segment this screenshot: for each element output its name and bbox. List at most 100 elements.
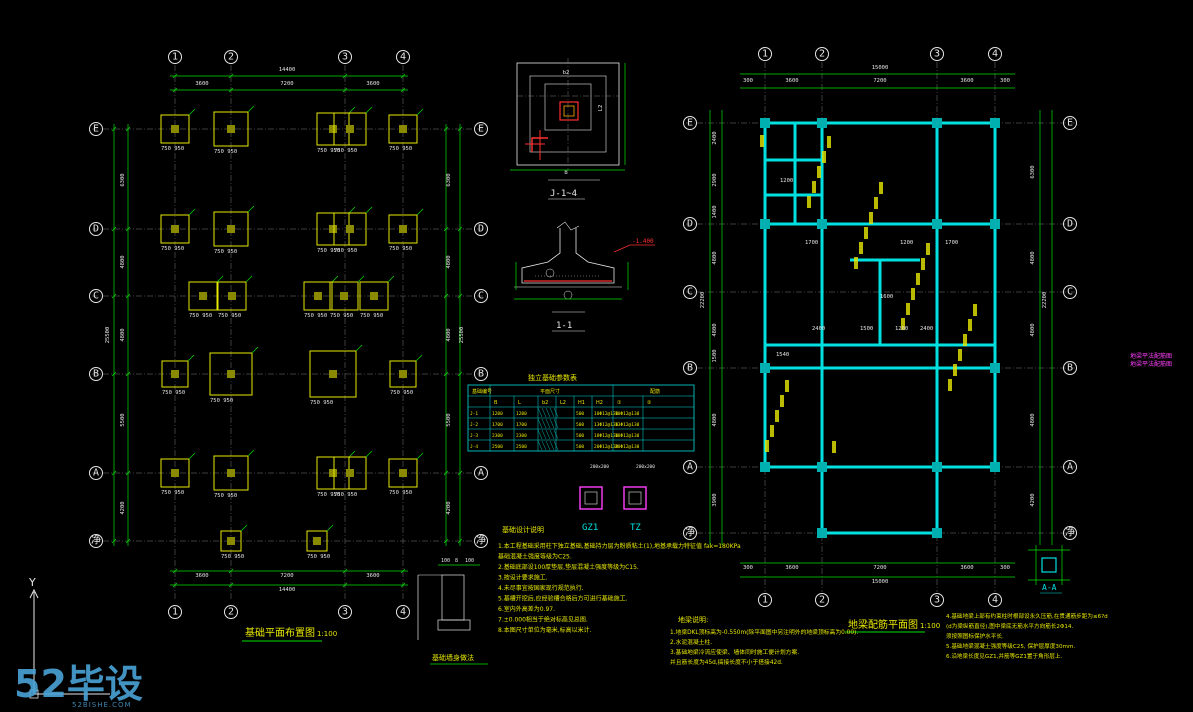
table-hatch <box>537 407 543 418</box>
lp-footing-dim: 750 950 <box>334 492 357 498</box>
lp-axis-label: D <box>93 224 99 235</box>
rp-left-dim: 2900 <box>712 173 718 186</box>
rp-left-dim: 1500 <box>712 349 718 362</box>
right-plan-bottom-dim-2: 3600 <box>785 565 798 571</box>
lp-axis-bubble <box>89 289 103 303</box>
lp-leader <box>188 452 196 460</box>
lp-axis-label: 净 <box>476 534 486 547</box>
table-subhead: L <box>518 400 521 406</box>
lp-footing <box>388 114 418 144</box>
lp-leader <box>326 524 334 532</box>
lp-leader <box>240 524 248 532</box>
rp-axis-label: 净 <box>685 526 695 539</box>
watermark-logo: 52毕设 52BISHE.COM <box>14 662 143 709</box>
lp-axis-label: C <box>478 291 484 302</box>
rp-beam-annotation <box>869 212 873 224</box>
rp-column <box>817 118 827 128</box>
left-plan-right-dim-3: 4800 <box>446 328 452 341</box>
lp-axis-label: 1 <box>172 52 178 63</box>
table-cell: 500 <box>576 422 584 428</box>
lp-column <box>228 292 236 300</box>
right-plan-bottom-dim-4: 3600 <box>960 565 973 571</box>
left-plan-right-dim-2: 4800 <box>446 255 452 268</box>
lp-dim-tick <box>342 87 348 93</box>
rp-beam-annotation <box>760 135 764 147</box>
lp-footing-dim: 750 950 <box>162 390 185 396</box>
rp-beam-annotation <box>948 379 952 391</box>
table-hatch <box>553 418 559 429</box>
rp-beam-annotation <box>926 243 930 255</box>
lp-footing-dim: 750 950 <box>221 554 244 560</box>
lp-footing-dim: 750 950 <box>390 390 413 396</box>
rp-axis-bubble <box>988 47 1002 61</box>
rp-inner-dim: 1200 <box>780 178 793 184</box>
lp-dim-tick <box>111 293 117 299</box>
lp-axis-label: 4 <box>400 607 406 618</box>
lp-leader <box>348 106 356 114</box>
left-plan-left-dim-4: 5500 <box>120 413 126 426</box>
right-plan-bottom-dim-3: 7200 <box>873 565 886 571</box>
right-plan-top-dim-4: 3600 <box>960 78 973 84</box>
rp-beam-annotation <box>911 288 915 300</box>
table-hatch <box>537 440 543 451</box>
lp-dim-tick <box>125 293 131 299</box>
lp-dim-tick <box>457 470 463 476</box>
lp-column <box>313 537 321 545</box>
rp-axis-label: 1 <box>762 595 768 606</box>
note-right-item-2: 5.基础地梁混凝土强度等级C25, 保护层厚度30mm. <box>946 642 1075 650</box>
rp-column <box>990 462 1000 472</box>
table-subhead: L2 <box>560 400 566 406</box>
rp-axis-label: 4 <box>992 49 998 60</box>
lp-column <box>399 469 407 477</box>
lp-axis-label: B <box>478 369 484 380</box>
rp-beam-annotation <box>963 334 967 346</box>
lp-column <box>227 537 235 545</box>
table-cell: 2500 <box>492 444 503 450</box>
lp-dim-tick <box>457 226 463 232</box>
right-plan-title-text: 地梁配筋平面图 <box>848 618 918 631</box>
table-cell: 2500 <box>516 444 527 450</box>
lp-footing <box>333 112 367 146</box>
lp-dim-tick <box>457 293 463 299</box>
rp-axis-bubble <box>683 460 697 474</box>
rp-left-dim: 1400 <box>712 205 718 218</box>
lp-axis-bubble <box>396 50 410 64</box>
table-hatch <box>545 418 551 429</box>
rp-beam-annotation <box>921 258 925 270</box>
lp-leader <box>415 354 423 362</box>
left-plan-scale: 1:100 <box>317 630 337 638</box>
right-plan-dimension-lines <box>709 73 1053 578</box>
lp-column <box>199 292 207 300</box>
lp-leader <box>355 344 363 352</box>
rp-right-dim: 4200 <box>1030 493 1036 506</box>
right-plan-bottom-dim-1: 300 <box>743 565 753 571</box>
right-plan-top-dim-3: 7200 <box>873 78 886 84</box>
lp-column <box>329 370 337 378</box>
note-right-item: 并且筋长度为45d,搞接长度不小于搭接42d. <box>670 658 783 666</box>
lp-dim-tick <box>172 582 178 588</box>
lp-footing <box>303 281 333 311</box>
table-cell: 18Φ12@130 <box>615 433 640 439</box>
table-cell: 1200 <box>492 411 503 417</box>
tz-title: TZ <box>630 523 641 533</box>
rp-axis-bubble <box>988 593 1002 607</box>
lp-axis-label: 4 <box>400 52 406 63</box>
right-plan-top-dim-1: 300 <box>743 78 753 84</box>
rp-axis-bubble <box>758 47 772 61</box>
table-hatch <box>553 407 559 418</box>
lp-footing <box>161 360 189 388</box>
rp-column <box>990 363 1000 373</box>
rp-inner-dim: 2400 <box>812 326 825 332</box>
left-plan-bottom-dim-3: 3600 <box>366 573 379 579</box>
table-cell: 10Φ12@130 <box>594 411 619 417</box>
table-hatch <box>549 440 555 451</box>
lp-dim-tick <box>172 87 178 93</box>
lp-dim-tick <box>125 538 131 544</box>
rp-axis-bubble <box>683 285 697 299</box>
lp-column <box>171 469 179 477</box>
lp-footing <box>213 211 249 247</box>
left-plan-gridlines <box>92 65 488 600</box>
lp-dim-tick <box>111 470 117 476</box>
